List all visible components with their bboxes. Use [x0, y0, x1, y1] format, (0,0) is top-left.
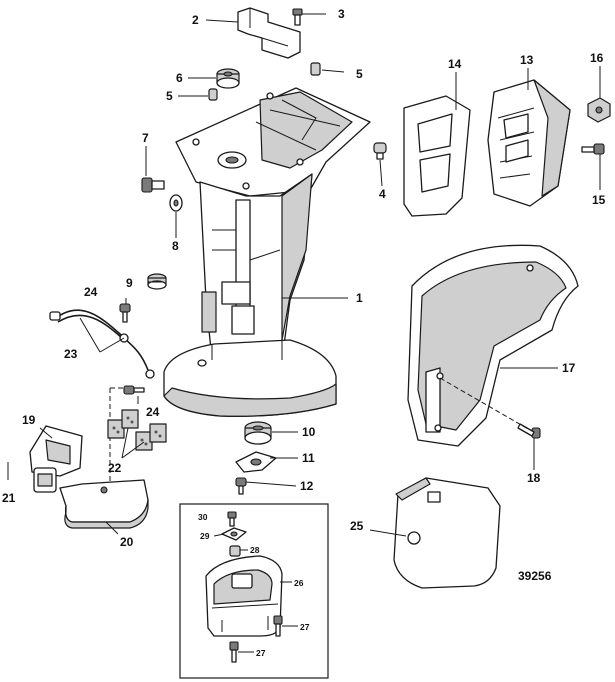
part-3-screw — [292, 8, 303, 26]
part-27-screw-right — [273, 615, 283, 637]
part-18-mounting-line — [439, 377, 531, 431]
callout-23: 23 — [64, 347, 78, 361]
part-1-driveshaft-housing — [163, 87, 371, 417]
callout-1: 1 — [356, 291, 363, 305]
part-16-nut — [587, 97, 611, 123]
part-10-grommet — [244, 421, 272, 445]
part-11-bracket — [235, 451, 277, 473]
part-5-pin-left — [208, 88, 218, 101]
callout-18: 18 — [527, 471, 541, 485]
part-15-screw — [581, 143, 605, 155]
part-13-adapter — [487, 79, 571, 207]
part-24-screw-bottom — [123, 385, 145, 395]
callout-22: 22 — [108, 461, 122, 475]
callout-10: 10 — [302, 425, 316, 439]
callout-6: 6 — [176, 71, 183, 85]
callout-25: 25 — [350, 519, 364, 533]
callout-12: 12 — [300, 479, 314, 493]
callout-24-bottom: 24 — [146, 405, 160, 419]
callout-14: 14 — [448, 57, 462, 71]
part-5-pin-right — [310, 62, 321, 76]
part-24-screw-top — [119, 303, 131, 323]
callout-26: 26 — [294, 578, 304, 588]
part-17-cover — [407, 244, 579, 447]
callout-5-right: 5 — [356, 67, 363, 81]
callout-3: 3 — [338, 7, 345, 21]
callout-7: 7 — [142, 131, 149, 145]
callout-27-right: 27 — [300, 622, 310, 632]
part-25-plate — [393, 477, 501, 589]
part-2-bracket — [237, 7, 301, 59]
part-26-housing — [205, 555, 283, 637]
part-30-screw — [227, 511, 237, 527]
callout-19: 19 — [22, 413, 36, 427]
part-28-grommet — [229, 545, 241, 557]
part-23-ground-wire — [49, 309, 155, 379]
callout-29: 29 — [200, 531, 210, 541]
part-6-grommet — [216, 68, 240, 89]
part-19-bracket — [29, 425, 83, 493]
part-8-washer — [169, 194, 183, 212]
callout-5-left: 5 — [166, 89, 173, 103]
part-29-washer — [221, 527, 247, 541]
callout-9: 9 — [126, 276, 133, 290]
callout-2: 2 — [192, 13, 199, 27]
callout-30: 30 — [198, 512, 208, 522]
callout-24-top: 24 — [84, 285, 98, 299]
callout-21: 21 — [2, 491, 16, 505]
inset-box — [179, 503, 329, 679]
part-7-bolt — [141, 177, 165, 193]
callout-11: 11 — [302, 451, 315, 465]
part-20-plate — [59, 479, 149, 529]
part-27-screw-left — [229, 641, 239, 663]
callout-8: 8 — [172, 239, 179, 253]
callout-15: 15 — [592, 193, 606, 207]
callout-labels: 1 2 3 4 5 5 6 7 8 9 10 11 12 13 14 15 16… — [2, 7, 606, 658]
part-12-screw — [235, 477, 247, 495]
part-18-screw — [517, 423, 541, 439]
callout-4: 4 — [379, 187, 386, 201]
callout-27-left: 27 — [256, 648, 266, 658]
part-4-plug — [373, 142, 387, 160]
leader-lines — [39, 13, 601, 653]
callout-13: 13 — [520, 53, 534, 67]
part-14-gasket — [403, 95, 471, 217]
callout-28: 28 — [250, 545, 260, 555]
callout-17: 17 — [562, 361, 576, 375]
callout-16: 16 — [590, 51, 604, 65]
catalog-number: 39256 — [518, 569, 552, 583]
callout-20: 20 — [120, 535, 134, 549]
